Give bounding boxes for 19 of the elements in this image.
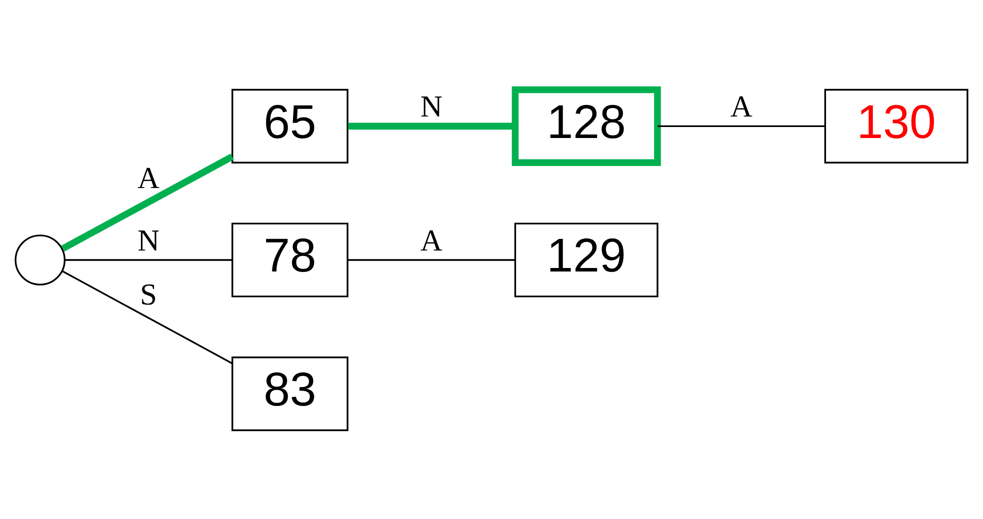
edge-label: N [420, 89, 442, 124]
connector [658, 124, 825, 127]
edge-label: A [138, 160, 160, 194]
connector [348, 122, 515, 130]
node-circle [14, 234, 66, 285]
connector [348, 258, 515, 260]
node-box: 83 [232, 356, 348, 431]
node-box: 78 [232, 222, 348, 297]
node-box: 128 [512, 86, 661, 166]
edge-label: A [730, 89, 752, 124]
edge-label: A [420, 223, 442, 258]
edge-label: N [138, 223, 160, 258]
connector [62, 270, 233, 364]
connector [61, 153, 234, 252]
node-box: 65 [232, 88, 348, 163]
node-box: 129 [514, 222, 658, 297]
node-box: 130 [824, 88, 968, 163]
edge-label: S [140, 277, 157, 312]
connector [65, 258, 232, 260]
